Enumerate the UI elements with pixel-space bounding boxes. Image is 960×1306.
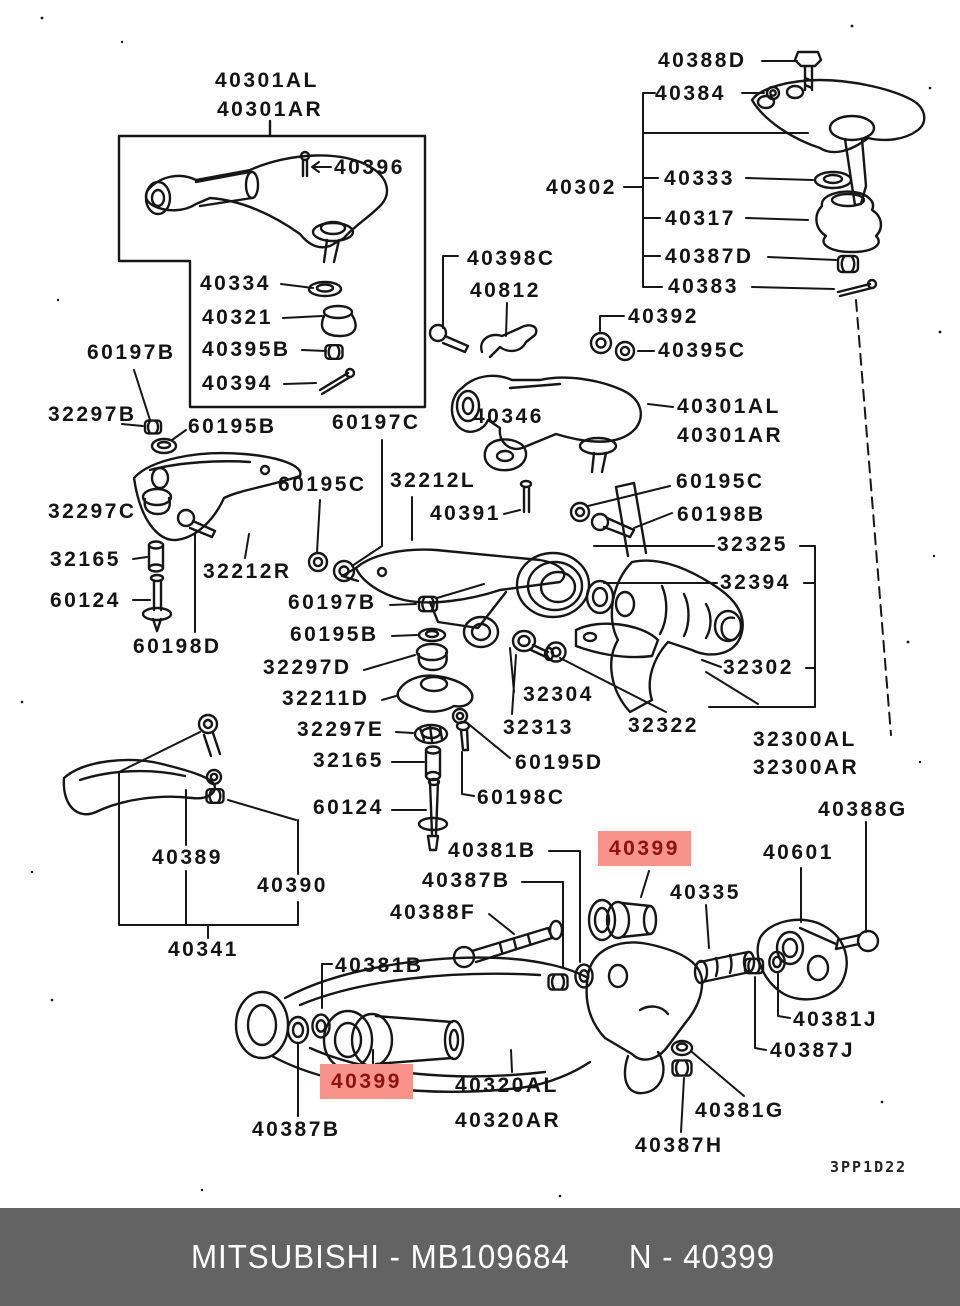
- part-label-32304: 32304: [523, 683, 594, 706]
- part-label-40387h: 40387H: [635, 1134, 724, 1157]
- part-label-40388d: 40388D: [658, 49, 747, 72]
- part-label-60198b: 60198B: [677, 503, 766, 526]
- part-label-40383: 40383: [668, 275, 739, 298]
- part-label-40601: 40601: [763, 841, 834, 864]
- part-label-40398c: 40398C: [467, 247, 556, 270]
- footer-part-number: MITSUBISHI - MB109684: [190, 1238, 570, 1275]
- part-label-40384: 40384: [655, 82, 726, 105]
- part-label-32212l: 32212L: [390, 469, 477, 492]
- footer-bar: MITSUBISHI - MB109684 N - 40399: [0, 1208, 960, 1306]
- part-label-40320al: 40320AL: [455, 1074, 559, 1097]
- part-label-40334: 40334: [200, 272, 271, 295]
- part-label-32300ar: 32300AR: [753, 756, 860, 779]
- part-label-40301ar: 40301AR: [217, 98, 324, 121]
- footer-ref-number: N - 40399: [629, 1238, 776, 1275]
- part-label-40335: 40335: [670, 881, 741, 904]
- part-label-60124: 60124: [50, 589, 121, 612]
- part-label-60197c: 60197C: [332, 411, 421, 434]
- part-label-32394: 32394: [720, 571, 791, 594]
- part-label-32300al: 32300AL: [753, 728, 857, 751]
- part-label-40395c: 40395C: [658, 339, 747, 362]
- upper-arm-2-assembly: [430, 256, 673, 556]
- part-label-40301al: 40301AL: [215, 69, 319, 92]
- part-label-40381j: 40381J: [793, 1008, 879, 1031]
- part-label-60198d: 60198D: [133, 635, 222, 658]
- part-label-40301ar: 40301AR: [677, 424, 784, 447]
- part-label-60195c: 60195C: [278, 473, 367, 496]
- part-label-40391: 40391: [430, 502, 501, 525]
- part-label-40387j: 40387J: [770, 1039, 856, 1062]
- lower-arm-assembly: [236, 822, 878, 1132]
- part-label-40389: 40389: [152, 846, 223, 869]
- part-label-32165: 32165: [313, 749, 384, 772]
- part-label-60198c: 60198C: [477, 786, 566, 809]
- part-label-40333: 40333: [664, 167, 735, 190]
- strut-bar-bracket-assembly: [122, 370, 382, 632]
- part-label-32297d: 32297D: [263, 656, 352, 679]
- diagram-code-3pp1d22: 3PP1D22: [830, 1158, 908, 1176]
- part-label-40399-highlighted: 40399: [598, 831, 691, 866]
- part-label-40302: 40302: [546, 176, 617, 199]
- part-label-40387d: 40387D: [665, 245, 754, 268]
- part-label-40394: 40394: [202, 372, 273, 395]
- part-label-40399-highlighted: 40399: [320, 1064, 413, 1099]
- part-label-32297e: 32297E: [297, 718, 385, 741]
- part-label-40392: 40392: [628, 305, 699, 328]
- part-label-40346: 40346: [473, 405, 544, 428]
- knuckle-assembly: [342, 481, 815, 712]
- part-label-60197b: 60197B: [288, 591, 377, 614]
- part-label-40390: 40390: [257, 874, 328, 897]
- part-label-40395b: 40395B: [202, 338, 291, 361]
- part-label-40320ar: 40320AR: [455, 1109, 562, 1132]
- part-label-40341: 40341: [168, 938, 239, 961]
- part-label-40387b: 40387B: [252, 1118, 341, 1141]
- part-label-32297c: 32297C: [48, 500, 137, 523]
- upper-arm-box: [119, 121, 425, 407]
- part-label-32322: 32322: [628, 714, 699, 737]
- part-label-32212r: 32212R: [203, 560, 292, 583]
- part-label-60195d: 60195D: [515, 751, 604, 774]
- part-label-40388g: 40388G: [818, 798, 908, 821]
- part-label-40388f: 40388F: [390, 901, 477, 924]
- scan-noise: [20, 16, 942, 1198]
- part-label-60197b: 60197B: [87, 341, 176, 364]
- part-label-40321: 40321: [202, 306, 273, 329]
- part-label-40381b: 40381B: [335, 954, 424, 977]
- part-label-32165: 32165: [50, 548, 121, 571]
- part-label-40381b: 40381B: [448, 839, 537, 862]
- part-label-60195b: 60195B: [188, 415, 277, 438]
- diagram-line-art: [20, 16, 942, 1198]
- ball-joint-assembly: [624, 52, 924, 735]
- part-label-32313: 32313: [503, 716, 574, 739]
- part-label-32211d: 32211D: [282, 687, 370, 710]
- part-label-40396: 40396: [334, 156, 405, 179]
- part-label-32297b: 32297B: [48, 403, 137, 426]
- torsion-bar-assembly: [64, 715, 298, 938]
- part-label-60195c: 60195C: [676, 470, 765, 493]
- part-label-60124: 60124: [313, 796, 384, 819]
- part-label-40301al: 40301AL: [677, 395, 781, 418]
- part-label-40317: 40317: [665, 207, 736, 230]
- part-label-40387b: 40387B: [422, 869, 511, 892]
- part-label-32302: 32302: [723, 656, 794, 679]
- part-label-40381g: 40381G: [695, 1099, 785, 1122]
- part-label-40812: 40812: [470, 279, 541, 302]
- part-label-60195b: 60195B: [290, 623, 379, 646]
- part-label-32325: 32325: [717, 533, 788, 556]
